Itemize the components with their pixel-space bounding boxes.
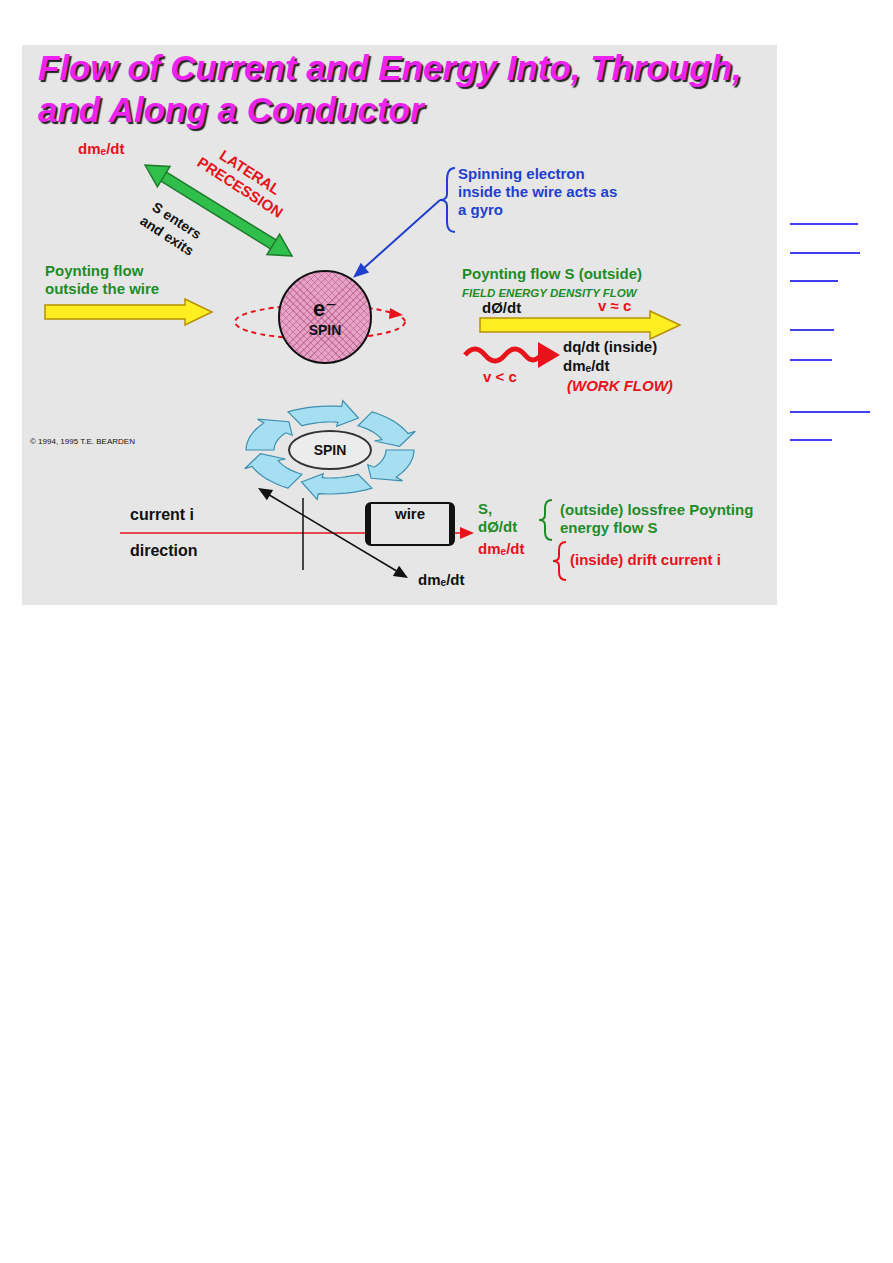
annotation-label: dmₑ/dt <box>478 540 524 558</box>
brace <box>553 542 566 580</box>
spin-wheel <box>245 401 416 500</box>
annotation-label: Poynting flow outside the wire <box>45 262 195 298</box>
spin-arrow <box>302 474 373 500</box>
annotation-label: Poynting flow S (outside) <box>462 265 642 283</box>
spin-arrow <box>368 450 414 481</box>
arrow-head <box>258 488 273 500</box>
link-line <box>790 280 838 282</box>
arrow-head <box>389 308 403 319</box>
gyro-callout <box>355 168 455 276</box>
title: Flow of Current and Energy Into, Through… <box>38 47 758 131</box>
arrow-head <box>355 265 367 277</box>
annotation-label: dq/dt (inside) <box>563 338 657 356</box>
spin-arrow <box>246 419 292 450</box>
wire-box: wire <box>365 502 455 546</box>
brace <box>440 168 455 232</box>
brace <box>539 500 552 540</box>
yellow-arrow <box>45 299 212 325</box>
annotation-label: © 1994, 1995 T.E. BEARDEN <box>30 437 135 447</box>
annotation-label: S, dØ/dt <box>478 500 533 536</box>
annotation-label: current i direction <box>130 497 230 569</box>
electron-circle: e⁻SPIN <box>278 270 372 364</box>
arrow-head <box>538 342 560 368</box>
annotation-label: dmₑ/dt <box>563 357 609 375</box>
arrow-head <box>393 566 408 578</box>
annotation-label: dØ/dt <box>482 299 521 317</box>
node-text: SPIN <box>309 322 342 338</box>
annotation-label: v < c <box>483 368 517 386</box>
current-diagram <box>120 488 474 578</box>
annotation-label: dmₑ/dt <box>418 571 464 589</box>
work-flow-arrow <box>465 342 560 368</box>
spin-oval: SPIN <box>288 430 372 470</box>
axis-line <box>302 498 304 570</box>
link-line <box>790 223 858 225</box>
node-text: e⁻ <box>313 296 337 321</box>
wavy-arrow <box>465 349 541 361</box>
node-text: wire <box>395 505 425 522</box>
node-text: SPIN <box>314 442 347 458</box>
leader-line <box>364 200 440 268</box>
annotation-label: Spinning electron inside the wire acts a… <box>458 165 618 219</box>
arrow-head <box>145 165 170 187</box>
annotation-label: (WORK FLOW) <box>567 377 673 395</box>
annotation-label: dmₑ/dt <box>78 140 124 158</box>
arrow-head <box>267 234 292 256</box>
spin-arrow <box>288 401 359 427</box>
link-line <box>790 359 832 361</box>
link-fragments <box>790 224 870 440</box>
arrow-head <box>460 527 474 539</box>
link-line <box>790 439 832 441</box>
link-line <box>790 411 870 413</box>
link-line <box>790 252 860 254</box>
link-line <box>790 329 834 331</box>
annotation-label: (outside) lossfree Poynting energy flow … <box>560 501 775 537</box>
annotation-label: (inside) drift current i <box>570 551 721 569</box>
annotation-label: v ≈ c <box>598 297 631 315</box>
